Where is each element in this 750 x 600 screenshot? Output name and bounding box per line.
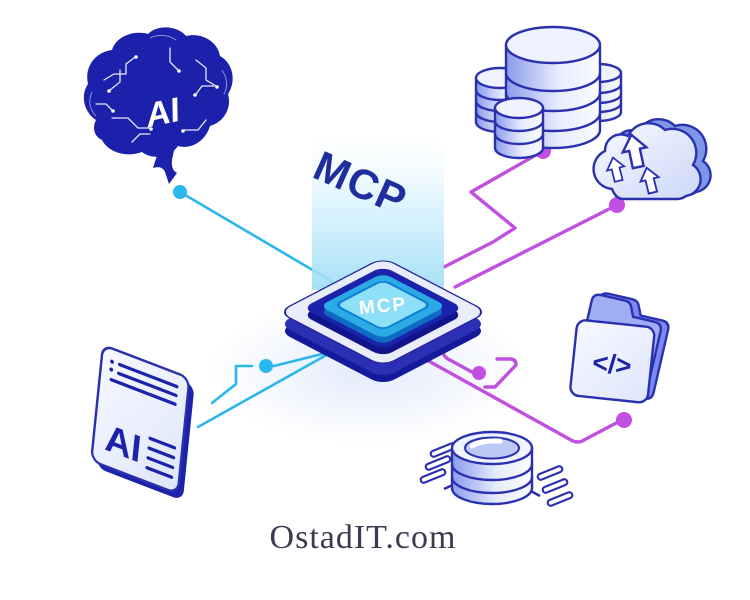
db-right-ticks [535, 464, 575, 508]
brain-circuit-traces [95, 47, 217, 143]
panel-face [90, 346, 190, 493]
magenta-node-dot [472, 366, 486, 380]
panel-text-lines [109, 362, 179, 479]
ai-panel-icon: AI [90, 346, 194, 498]
code-folder-icon: </> [569, 292, 670, 404]
brain-to-chip-line [178, 190, 335, 284]
panel-bracket-line [210, 364, 254, 405]
watermark-text: OstadIT.com [270, 519, 457, 556]
magenta-connector-lines [396, 143, 632, 444]
chip-label: MCP [358, 294, 408, 319]
panel-dots [109, 359, 114, 372]
cyan-connector-lines [173, 185, 335, 429]
node-hook-line [483, 357, 518, 389]
cyan-node-dot [259, 359, 273, 373]
db-cylinder-small-front [493, 96, 545, 160]
database-to-chip-line [442, 149, 545, 269]
cloud-to-chip-line [453, 203, 619, 289]
folder-code-label: </> [591, 347, 633, 381]
database-cluster-icon [474, 25, 623, 160]
chip-top-face [337, 281, 429, 329]
cyan-node-dot [173, 185, 187, 199]
brain-stem [153, 146, 177, 184]
dot-to-chip-line [272, 350, 332, 368]
mcp-chip-icon: MCP [283, 260, 483, 382]
ai-brain-icon: AI [83, 27, 233, 184]
brain-circuit-nodes [107, 55, 219, 133]
brain-gyri-lines [89, 34, 228, 117]
magenta-node-dot [616, 412, 632, 428]
folder-front: </> [569, 319, 656, 404]
chip-to-folder-line [396, 342, 622, 444]
db-left-ticks [418, 441, 458, 485]
cloud-upload-icon [592, 118, 712, 201]
panel-to-chip-line [196, 351, 332, 429]
database-connector-icon [418, 430, 575, 508]
brain-silhouette [83, 27, 233, 157]
db-cylinder [450, 430, 534, 506]
magenta-node-dot [609, 197, 625, 213]
